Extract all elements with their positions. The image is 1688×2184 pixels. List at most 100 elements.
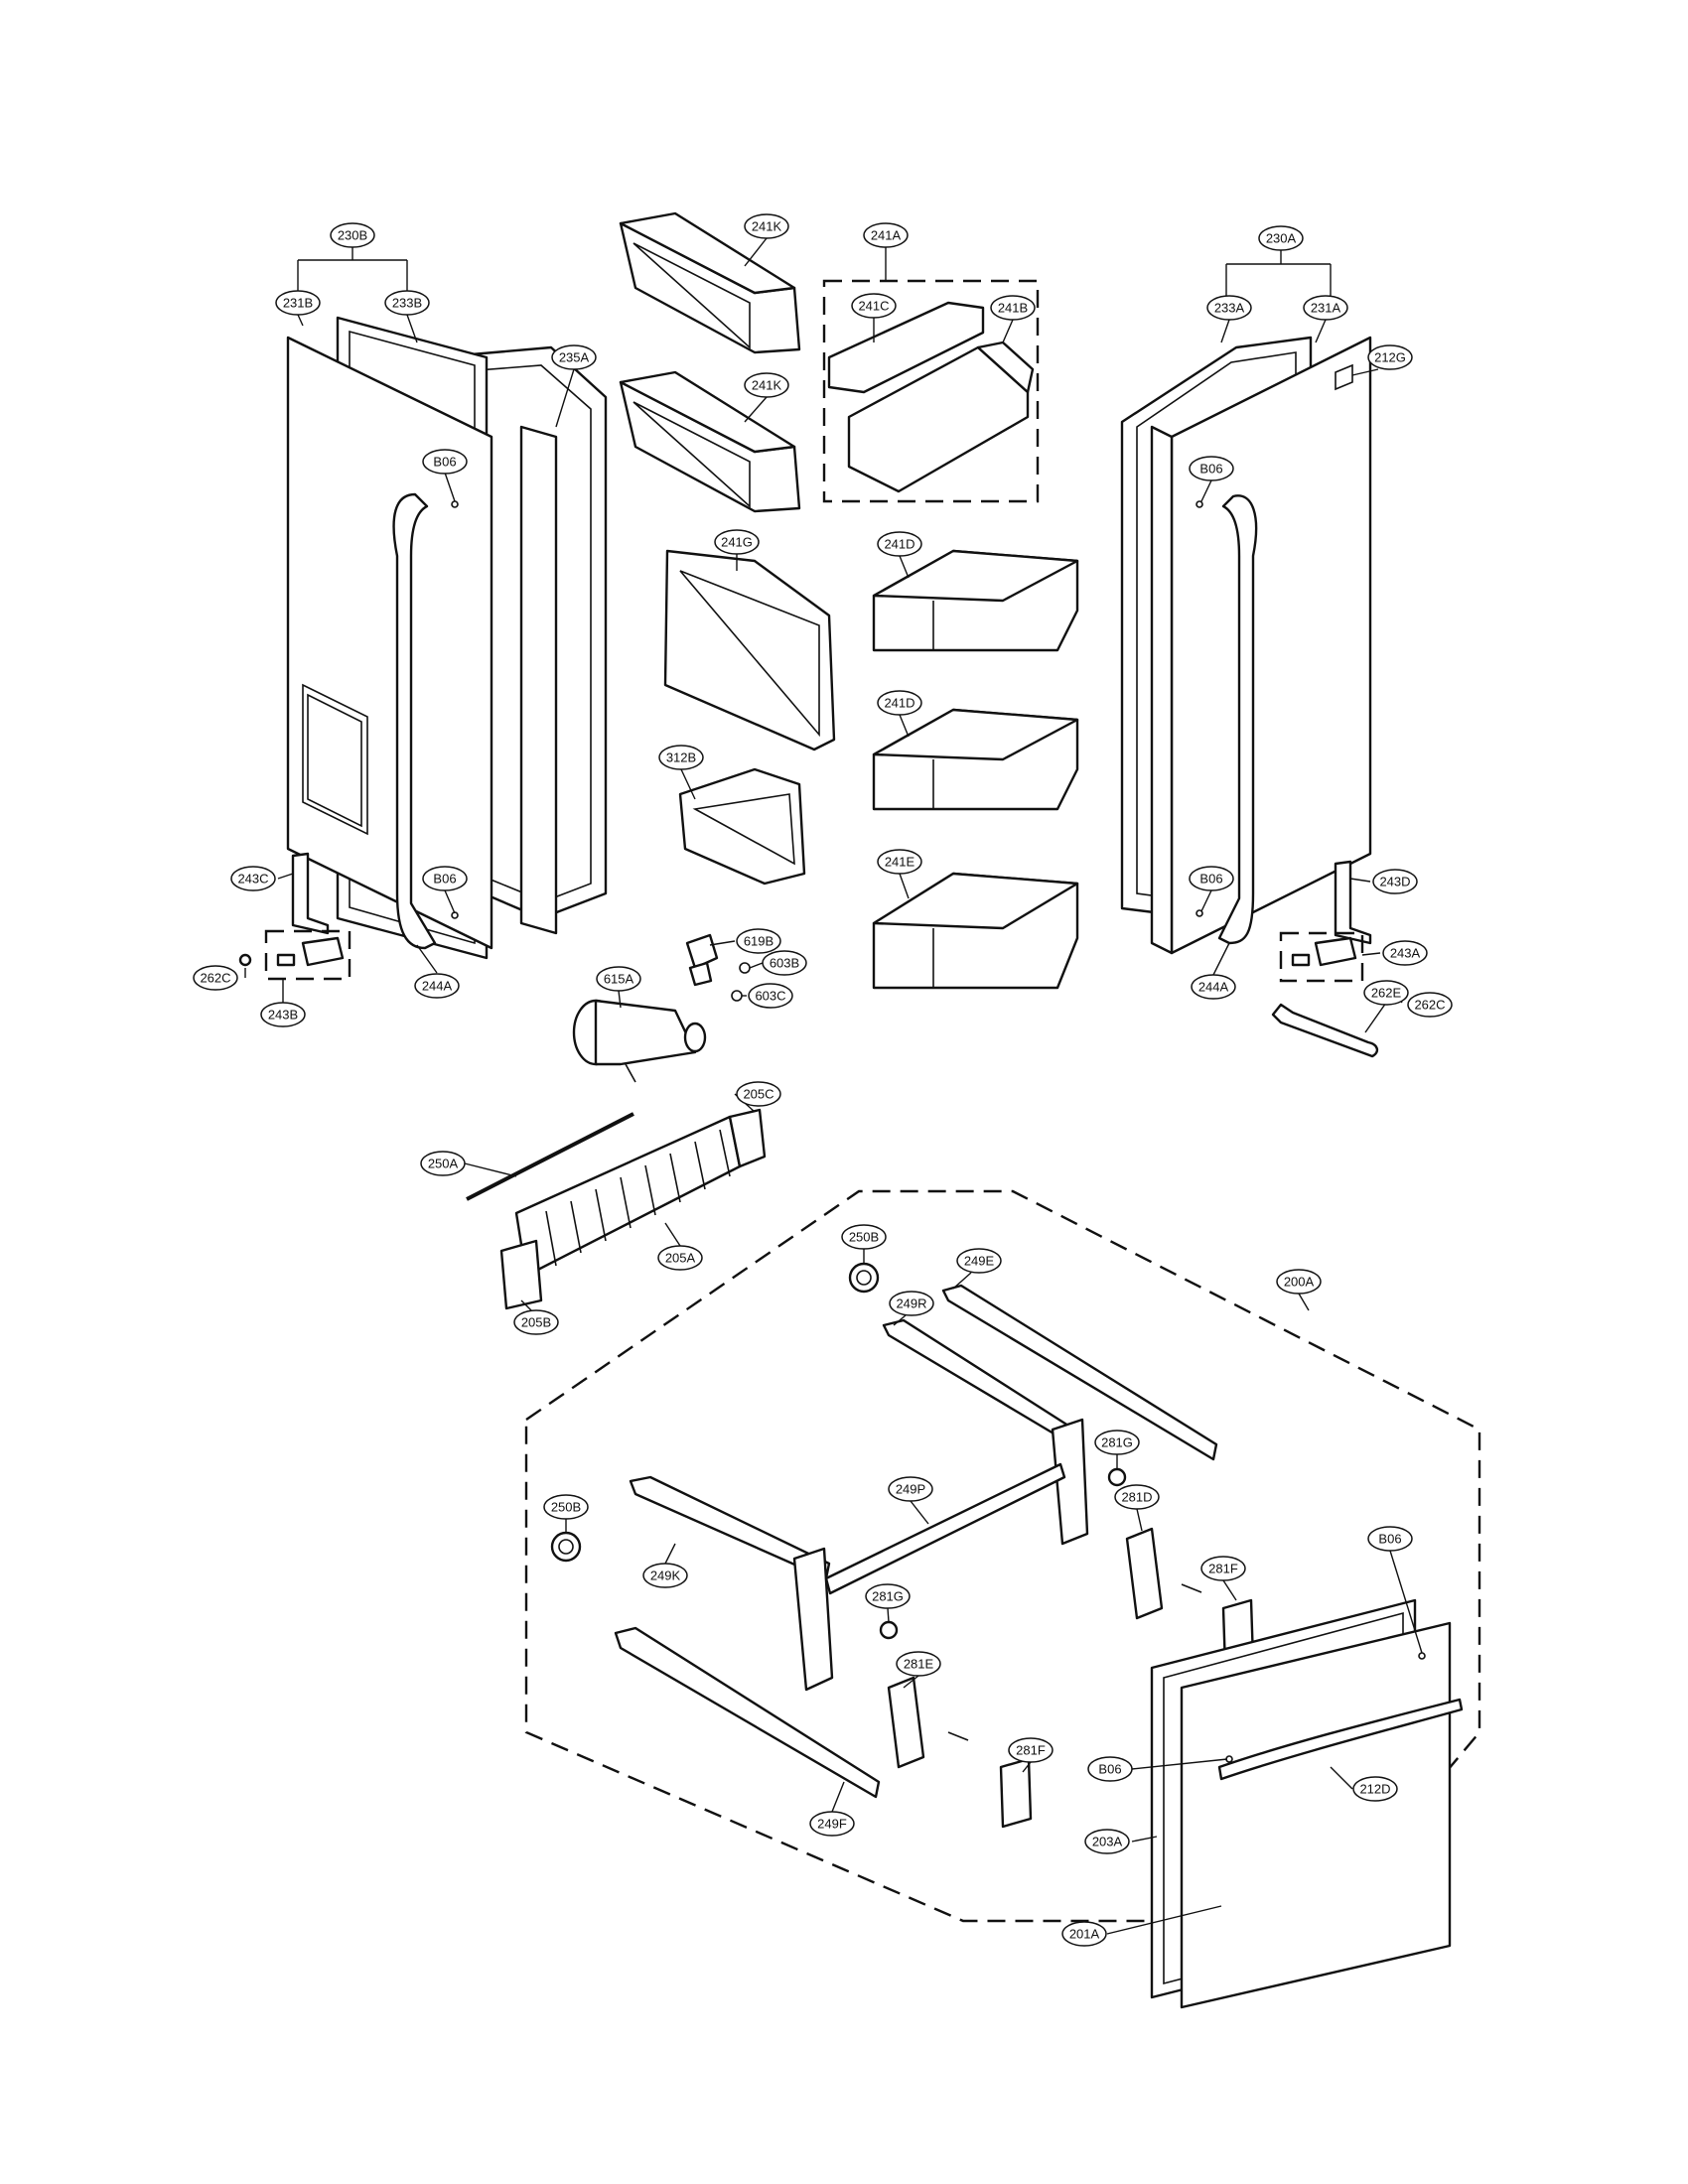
callout-label: 281F [1208,1562,1238,1576]
callout-212g: 212G [1367,344,1413,370]
callout-label: 200A [1284,1275,1315,1290]
callout-oval [877,690,922,716]
callout-b06: B06 [1367,1526,1413,1552]
callout-oval [736,928,781,954]
callout-oval [414,973,460,999]
callout-label: 231B [283,296,313,311]
callout-label: 241D [884,696,914,711]
callout-231a: 231A [1303,295,1348,321]
callout-oval [809,1811,855,1837]
callout-oval [260,1002,306,1027]
callout-oval [841,1224,887,1250]
callout-label: 619B [744,934,774,949]
callout-250b: 250B [543,1494,589,1520]
callout-oval [1367,344,1413,370]
callout-label: B06 [1199,872,1222,887]
callout-oval [888,1476,933,1502]
callout-241d: 241D [877,531,922,557]
callout-label: 212G [1374,350,1406,365]
callout-label: 262C [1414,998,1445,1013]
callout-oval [1200,1556,1246,1581]
callout-label: 249F [817,1817,847,1832]
callout-241b: 241B [990,295,1036,321]
callout-619b: 619B [736,928,781,954]
callout-label: 201A [1069,1927,1100,1942]
callout-oval [1352,1776,1398,1802]
callout-231b: 231B [275,290,321,316]
callout-200a: 200A [1276,1269,1322,1295]
callout-label: 203A [1092,1835,1123,1849]
callout-oval [1276,1269,1322,1295]
callout-label: 241C [858,299,889,314]
callout-oval [877,849,922,875]
callout-oval [513,1309,559,1335]
callout-b06: B06 [1189,866,1234,891]
callout-oval [748,983,793,1009]
callout-label: 205B [521,1315,551,1330]
callout-oval [1303,295,1348,321]
callout-label: 241G [721,535,753,550]
callout-oval [990,295,1036,321]
callout-235a: 235A [551,344,597,370]
callout-label: 243C [237,872,268,887]
callout-281g: 281G [1094,1430,1140,1455]
callout-oval [1189,456,1234,481]
callout-281e: 281E [896,1651,941,1677]
valve-motor-parts [572,933,751,1083]
callout-615a: 615A [596,966,641,992]
callout-label: 281E [904,1657,934,1672]
callout-label: 603C [755,989,785,1004]
callout-oval [657,1245,703,1271]
callout-label: 249P [896,1482,925,1497]
freezer-drawer-assembly [524,1189,1481,2009]
callout-label: 241K [752,378,782,393]
callout-label: 281G [872,1589,904,1604]
callout-label: 212D [1359,1782,1390,1797]
callout-label: 250A [428,1157,459,1171]
callout-oval [1087,1756,1133,1782]
callout-262e: 262E [1363,980,1409,1006]
callout-oval [736,1081,781,1107]
callout-281g: 281G [865,1583,911,1609]
callout-label: B06 [1378,1532,1401,1547]
callout-label: 241A [871,228,902,243]
callout-603b: 603B [762,950,807,976]
callout-243d: 243D [1372,869,1418,894]
callout-241d: 241D [877,690,922,716]
callout-label: 249K [650,1569,681,1583]
callout-262c: 262C [1407,992,1453,1018]
callout-oval [1008,1737,1054,1763]
callout-241e: 241E [877,849,922,875]
door-bins [619,211,1079,990]
callout-label: 205A [665,1251,696,1266]
callout-249r: 249R [889,1291,934,1316]
callout-oval [744,213,789,239]
callout-label: B06 [433,872,456,887]
callout-603c: 603C [748,983,793,1009]
callout-205b: 205B [513,1309,559,1335]
callout-label: 249E [964,1254,995,1269]
callout-oval [596,966,641,992]
callout-oval [551,344,597,370]
callout-label: 243B [268,1008,298,1023]
callout-oval [863,222,909,248]
callout-250b: 250B [841,1224,887,1250]
callout-oval [1407,992,1453,1018]
callout-oval [642,1563,688,1588]
callout-oval [851,293,897,319]
callout-label: 281G [1101,1435,1133,1450]
callout-label: 243A [1390,946,1421,961]
callout-249e: 249E [956,1248,1002,1274]
callout-label: 241D [884,537,914,552]
right-door-assembly [1120,336,1399,1058]
callout-oval [1367,1526,1413,1552]
callout-b06: B06 [1087,1756,1133,1782]
callout-241c: 241C [851,293,897,319]
callout-241k: 241K [744,213,789,239]
leader-lines [244,237,1423,1935]
callout-label: 262E [1371,986,1402,1001]
callout-label: 250B [551,1500,581,1515]
callout-oval [420,1151,466,1176]
callout-212d: 212D [1352,1776,1398,1802]
callout-oval [1114,1484,1160,1510]
